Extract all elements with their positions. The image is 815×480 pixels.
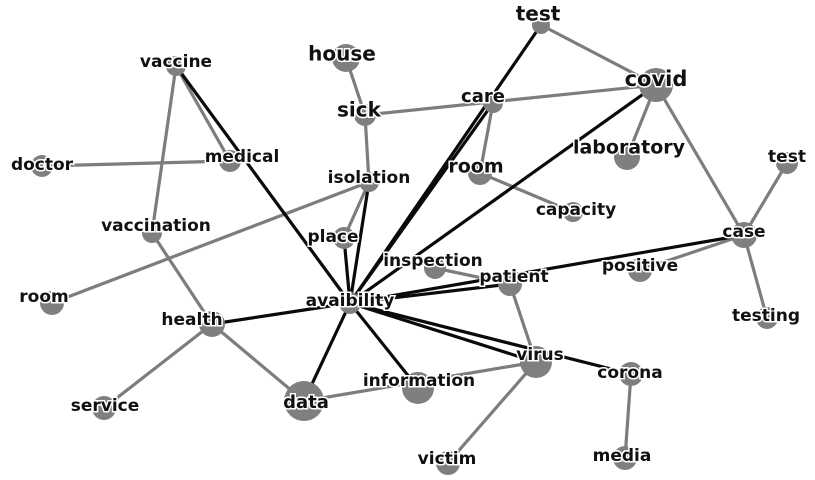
node-label-victim: victim xyxy=(418,449,477,469)
node-label-information: information xyxy=(363,371,475,391)
edge-availability-care xyxy=(348,101,495,305)
node-laboratory xyxy=(614,144,640,170)
node-patient xyxy=(498,272,522,296)
node-label-testing: testing xyxy=(732,306,800,326)
node-vaccine xyxy=(166,56,186,76)
node-label-positive: positive xyxy=(602,256,678,276)
edge-availability-isolation xyxy=(348,180,371,305)
edge-availability-case xyxy=(348,233,746,305)
node-corona xyxy=(619,362,643,386)
edge-sick-covid xyxy=(363,83,658,117)
edge-availability-health xyxy=(210,301,352,326)
edge-availability-corona xyxy=(348,301,633,376)
node-label-house: house xyxy=(308,42,376,66)
node-place xyxy=(333,227,355,249)
edge-availability-covid xyxy=(348,83,658,305)
edge-vaccination-health xyxy=(150,231,214,326)
node-positive xyxy=(628,258,652,282)
edge-vaccine-vaccination xyxy=(150,64,178,235)
node-label-case: case xyxy=(722,222,765,242)
node-data xyxy=(284,381,324,421)
edge-availability-virus xyxy=(348,301,538,364)
node-label-doctor: doctor xyxy=(11,155,74,175)
node-testing xyxy=(756,307,778,329)
node-label-care: care xyxy=(461,86,505,107)
node-label-room_mid: room xyxy=(448,156,503,178)
label-layer: test house vaccine covid sick care laboratory t… xyxy=(9,0,807,471)
node-layer xyxy=(31,16,798,475)
node-sick xyxy=(354,104,376,126)
edge-availability-vaccine xyxy=(174,64,352,305)
node-label-covid: covid xyxy=(625,67,688,91)
edge-health-service xyxy=(102,322,214,410)
node-label-medical: medical xyxy=(205,147,280,167)
node-label-service: service xyxy=(71,396,140,416)
node-label-availability: avaibility xyxy=(306,291,395,311)
edge-case-testing xyxy=(742,233,769,320)
node-label-data: data xyxy=(283,392,329,413)
node-care xyxy=(483,93,503,113)
edge-doctor-medical xyxy=(40,159,232,168)
edge-corona-media xyxy=(623,372,633,460)
node-media xyxy=(613,446,637,470)
node-test_top xyxy=(532,16,550,34)
node-isolation xyxy=(359,172,379,192)
edge-virus-victim xyxy=(446,360,538,465)
node-capacity xyxy=(563,202,583,222)
node-label-corona: corona xyxy=(597,363,662,383)
node-label-capacity: capacity xyxy=(536,200,616,220)
node-test_right xyxy=(776,152,798,174)
edge-availability-patient xyxy=(348,282,512,305)
node-victim xyxy=(436,451,460,475)
node-room_left xyxy=(40,291,64,315)
edge-inspection-patient xyxy=(433,266,512,286)
node-label-test_right: test xyxy=(768,147,806,167)
node-vaccination xyxy=(142,223,162,243)
node-label-sick: sick xyxy=(337,98,382,122)
node-label-health: health xyxy=(161,310,222,330)
edge-case-positive xyxy=(638,233,746,272)
node-service xyxy=(92,396,116,420)
node-label-vaccine: vaccine xyxy=(140,52,212,72)
edge-isolation-room_left xyxy=(50,180,371,305)
node-label-room_left: room xyxy=(19,287,68,307)
node-label-patient: patient xyxy=(479,267,548,287)
node-room_mid xyxy=(468,161,492,185)
edge-sick-isolation xyxy=(363,113,371,184)
node-house xyxy=(332,44,360,72)
node-medical xyxy=(219,150,241,172)
node-case xyxy=(731,222,757,248)
node-information xyxy=(402,372,434,404)
node-inspection xyxy=(424,257,446,279)
edge-vaccine-medical xyxy=(174,64,232,163)
node-health xyxy=(199,311,225,337)
node-label-media: media xyxy=(593,446,652,466)
node-label-inspection: inspection xyxy=(383,251,483,271)
node-label-vaccination: vaccination xyxy=(101,216,211,236)
node-label-test_top: test xyxy=(516,2,561,26)
edge-availability-information xyxy=(348,301,420,390)
node-label-virus: virus xyxy=(516,345,564,365)
edge-case-test_right xyxy=(742,161,789,237)
node-label-place: place xyxy=(307,227,358,247)
node-label-isolation: isolation xyxy=(328,168,411,188)
node-virus xyxy=(520,346,552,378)
node-label-laboratory: laboratory xyxy=(573,137,686,159)
edge-layer xyxy=(40,23,789,465)
edge-test_top-covid xyxy=(539,23,658,87)
node-covid xyxy=(639,68,673,102)
edge-room_mid-capacity xyxy=(478,171,575,214)
node-doctor xyxy=(31,155,53,177)
node-availability xyxy=(339,292,361,314)
edge-covid-case xyxy=(654,83,746,237)
